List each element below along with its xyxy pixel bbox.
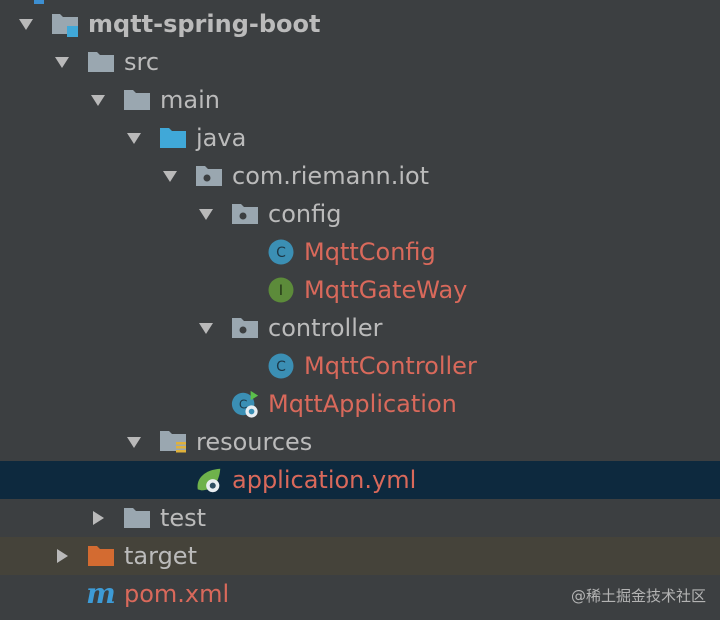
expand-arrow-icon[interactable]	[14, 5, 38, 43]
folder-icon	[86, 43, 116, 81]
class-icon: C	[266, 347, 296, 385]
expand-arrow-icon[interactable]	[122, 423, 146, 461]
class-icon-letter: C	[276, 359, 286, 375]
tree-row-application-yml[interactable]: application.yml	[0, 461, 720, 499]
tree-row-pom[interactable]: m pom.xml	[0, 575, 720, 613]
tree-row-controller[interactable]: controller	[0, 309, 720, 347]
excluded-folder-icon	[86, 537, 116, 575]
collapsed-arrow-icon[interactable]	[86, 499, 110, 537]
project-name: mqtt-spring-boot	[88, 10, 321, 38]
maven-icon: m	[86, 575, 116, 613]
expand-arrow-icon[interactable]	[194, 195, 218, 233]
tree-row-target[interactable]: target	[0, 537, 720, 575]
folder-label-src: src	[124, 48, 160, 76]
tree-row-mqttapplication[interactable]: C MqttApplication	[0, 385, 720, 423]
tree-row-config[interactable]: config	[0, 195, 720, 233]
folder-label-resources: resources	[196, 428, 313, 456]
module-indicator	[34, 0, 44, 4]
class-icon-letter: C	[239, 398, 248, 412]
folder-icon	[122, 499, 152, 537]
expand-arrow-icon[interactable]	[122, 119, 146, 157]
expand-arrow-icon[interactable]	[194, 309, 218, 347]
spring-config-file-icon	[194, 461, 224, 499]
tree-row-main[interactable]: main	[0, 81, 720, 119]
expand-arrow-icon[interactable]	[86, 81, 110, 119]
folder-label-main: main	[160, 86, 220, 114]
collapsed-arrow-icon[interactable]	[50, 537, 74, 575]
tree-row-resources[interactable]: resources	[0, 423, 720, 461]
package-icon	[194, 157, 224, 195]
interface-icon: I	[266, 271, 296, 309]
tree-row-mqttconfig[interactable]: C MqttConfig	[0, 233, 720, 271]
interface-icon-letter: I	[279, 283, 283, 299]
source-folder-icon	[158, 119, 188, 157]
folder-icon	[122, 81, 152, 119]
package-label: com.riemann.iot	[232, 162, 430, 190]
file-label-mqttconfig: MqttConfig	[304, 238, 436, 266]
tree-row-mqttgateway[interactable]: I MqttGateWay	[0, 271, 720, 309]
class-icon-letter: C	[276, 245, 286, 261]
maven-icon-letter: m	[86, 577, 116, 610]
tree-row-package[interactable]: com.riemann.iot	[0, 157, 720, 195]
resources-folder-icon	[158, 423, 188, 461]
file-label-pom: pom.xml	[124, 580, 230, 608]
file-label-application-yml: application.yml	[232, 466, 417, 494]
watermark: @稀土掘金技术社区	[570, 587, 706, 605]
folder-label-target: target	[124, 542, 197, 570]
file-label-mqttgateway: MqttGateWay	[304, 276, 468, 304]
tree-row-src[interactable]: src	[0, 43, 720, 81]
package-label-config: config	[268, 200, 342, 228]
tree-row-project[interactable]: mqtt-spring-boot	[0, 5, 720, 43]
package-icon	[230, 309, 260, 347]
tree-row-mqttcontroller[interactable]: C MqttController	[0, 347, 720, 385]
expand-arrow-icon[interactable]	[50, 43, 74, 81]
tree-row-java[interactable]: java	[0, 119, 720, 157]
file-label-mqttcontroller: MqttController	[304, 352, 477, 380]
folder-label-java: java	[196, 124, 247, 152]
folder-label-test: test	[160, 504, 207, 532]
class-icon: C	[266, 233, 296, 271]
file-label-mqttapplication: MqttApplication	[268, 390, 457, 418]
module-folder-icon	[50, 5, 80, 43]
tree-row-test[interactable]: test	[0, 499, 720, 537]
package-label-controller: controller	[268, 314, 383, 342]
package-icon	[230, 195, 260, 233]
expand-arrow-icon[interactable]	[158, 157, 182, 195]
spring-boot-class-icon: C	[230, 385, 260, 423]
